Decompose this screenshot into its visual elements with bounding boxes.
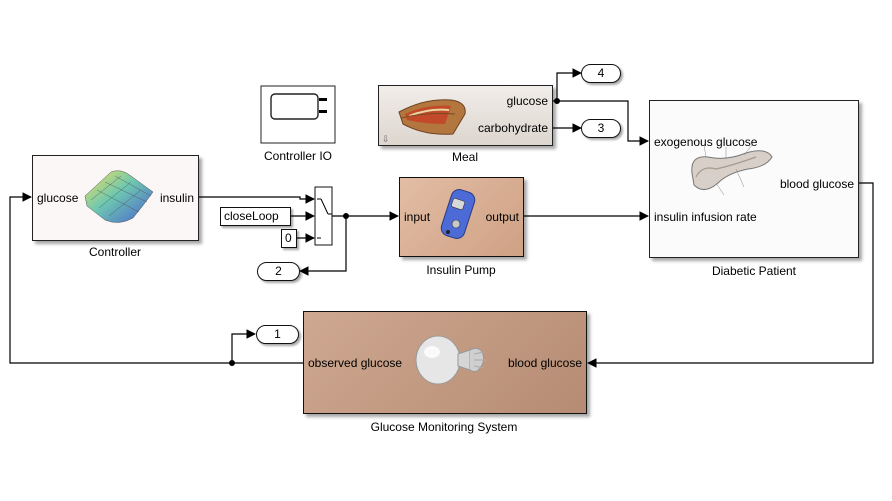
monitor-observed-glucose-port: observed glucose: [308, 356, 403, 370]
signal-lines: [9, 68, 874, 368]
outport-4[interactable]: 4: [581, 64, 621, 83]
expand-arrow-icon[interactable]: ⇩: [382, 134, 390, 144]
outport-1[interactable]: 1: [256, 325, 299, 344]
outport-2[interactable]: 2: [257, 262, 300, 281]
line-branch-to-outport-2: [299, 216, 347, 276]
glucose-monitoring-block[interactable]: observed glucose blood glucose: [303, 311, 587, 414]
zero-constant[interactable]: 0: [281, 229, 297, 248]
meal-carbohydrate-port: carbohydrate: [477, 121, 548, 135]
line-controller-to-switch: [199, 194, 315, 204]
insulin-pump-caption: Insulin Pump: [426, 263, 496, 277]
controller-glucose-port: glucose: [37, 191, 79, 205]
manual-switch[interactable]: [314, 186, 333, 246]
diabetic-patient-caption: Diabetic Patient: [711, 264, 797, 278]
line-branch-to-outport-1: [231, 329, 256, 363]
line-patient-to-monitor: [587, 182, 874, 368]
monitor-blood-glucose-port: blood glucose: [507, 356, 582, 370]
controller-io-caption: Controller IO: [263, 149, 333, 163]
meal-block[interactable]: glucose carbohydrate ⇩: [378, 85, 553, 146]
junction-dot: [554, 98, 560, 104]
controller-io-block[interactable]: [260, 85, 336, 144]
junction-dot: [343, 213, 349, 219]
insulin-pump-block[interactable]: input output: [399, 177, 524, 257]
line-monitor-to-controller: [9, 192, 304, 364]
controller-block[interactable]: glucose insulin: [32, 155, 199, 241]
meal-caption: Meal: [451, 150, 478, 164]
surface-plot-icon: [84, 170, 154, 223]
meal-glucose-port: glucose: [506, 94, 548, 108]
glucose-monitoring-caption: Glucose Monitoring System: [370, 420, 518, 434]
closeloop-constant[interactable]: closeLoop: [220, 207, 291, 226]
line-glucose-to-patient: [557, 100, 649, 146]
diabetic-patient-block[interactable]: exogenous glucose insulin infusion rate …: [649, 100, 859, 258]
line-glucose-to-outport-4: [556, 68, 582, 101]
pancreas-icon: [691, 144, 773, 196]
patient-insulin-infusion-port: insulin infusion rate: [654, 210, 757, 224]
glucose-sensor-icon: [415, 335, 486, 385]
patient-blood-glucose-port: blood glucose: [779, 177, 854, 191]
patient-exogenous-glucose-port: exogenous glucose: [654, 135, 758, 149]
pump-output-port: output: [485, 210, 519, 224]
junction-dot: [229, 360, 235, 366]
outport-3[interactable]: 3: [581, 119, 621, 138]
controller-insulin-port: insulin: [159, 191, 194, 205]
pump-input-port: input: [404, 210, 431, 224]
sandwich-icon: [398, 99, 466, 135]
controller-caption: Controller: [88, 245, 142, 259]
insulin-pump-icon: [440, 189, 476, 239]
